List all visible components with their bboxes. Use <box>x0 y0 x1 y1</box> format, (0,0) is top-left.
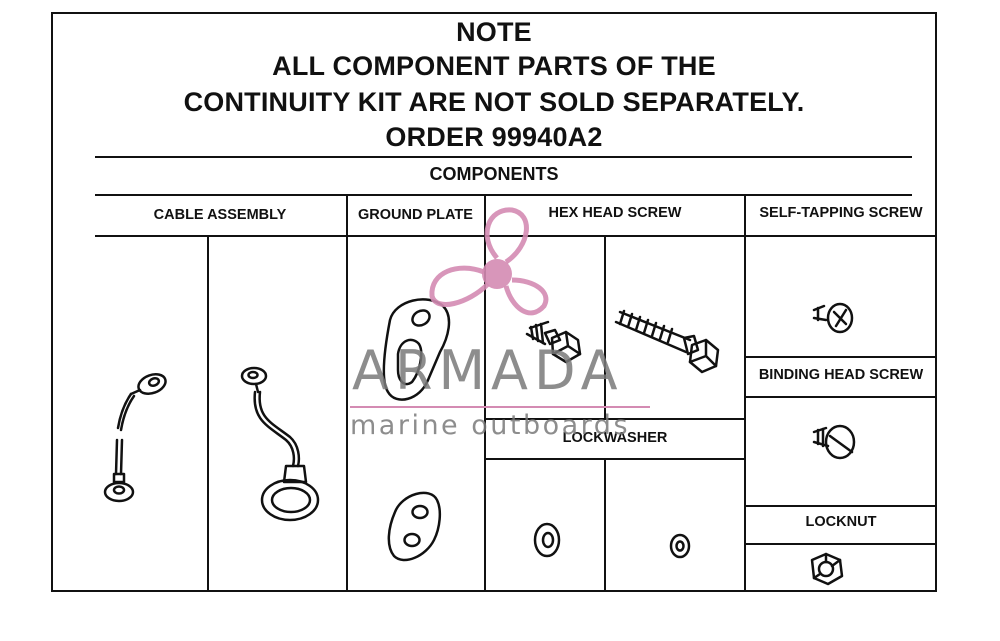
cable-assembly-header: CABLE ASSEMBLY <box>153 207 287 223</box>
components-frame <box>51 12 937 592</box>
lockwasher-large-illustration <box>533 522 561 558</box>
self-tapping-screw-illustration <box>812 302 854 334</box>
rule-lockwasher-top <box>485 418 745 420</box>
divider-hex-split <box>604 235 606 418</box>
locknut-illustration <box>810 552 844 586</box>
rule-lockwasher-bottom <box>485 458 745 460</box>
divider-ground-hex <box>484 194 486 592</box>
note-line-3: CONTINUITY KIT ARE NOT SOLD SEPARATELY. <box>183 87 805 117</box>
divider-lockwasher-split <box>604 458 606 592</box>
hex-head-screw-header: HEX HEAD SCREW <box>548 205 682 221</box>
note-line-2: ALL COMPONENT PARTS OF THE <box>272 51 716 81</box>
rule-under-components <box>95 194 912 196</box>
locknut-header: LOCKNUT <box>805 514 877 530</box>
binding-head-screw-illustration <box>812 424 856 460</box>
hex-head-screw-long-illustration <box>614 309 720 374</box>
note-title: NOTE <box>456 17 532 47</box>
rule-binding-top <box>745 356 937 358</box>
components-header: COMPONENTS <box>429 164 559 184</box>
ground-plate-header: GROUND PLATE <box>358 207 473 223</box>
divider-cable-ground <box>346 194 348 592</box>
binding-head-screw-header: BINDING HEAD SCREW <box>758 367 924 383</box>
hex-head-screw-short-illustration <box>525 320 582 364</box>
rule-under-note <box>95 156 912 158</box>
ground-plate-small-illustration <box>387 491 442 562</box>
rule-locknut-bottom <box>745 543 937 545</box>
rule-locknut-top <box>745 505 937 507</box>
lockwasher-header: LOCKWASHER <box>562 430 668 446</box>
rule-binding-bottom <box>745 396 937 398</box>
lockwasher-small-illustration <box>669 533 691 559</box>
cable-assembly-long-illustration <box>240 366 320 522</box>
cable-assembly-short-illustration <box>103 373 167 503</box>
divider-cable-split <box>207 235 209 592</box>
self-tapping-screw-header: SELF-TAPPING SCREW <box>759 205 923 221</box>
ground-plate-large-illustration <box>382 298 451 401</box>
divider-hex-selftap <box>744 194 746 592</box>
order-number: ORDER 99940A2 <box>385 122 603 152</box>
